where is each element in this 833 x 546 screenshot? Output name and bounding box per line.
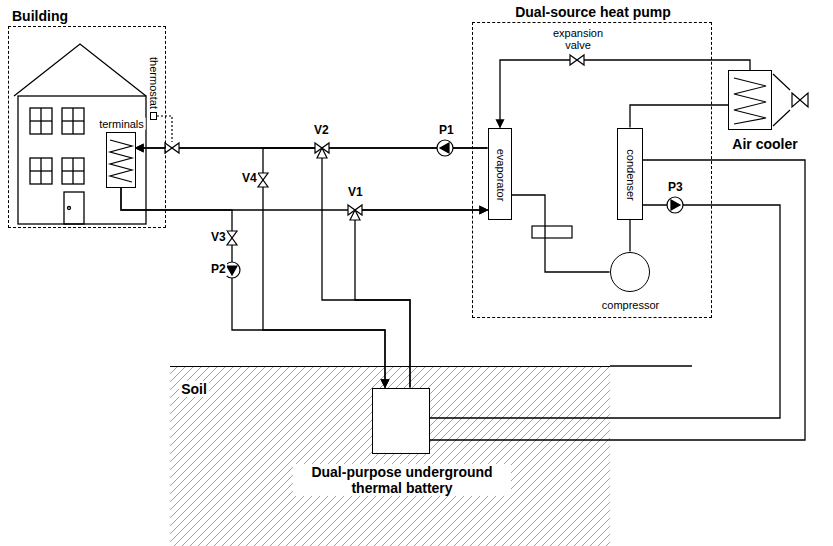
fan [773,74,808,126]
pipe-connector [136,148,411,388]
component-name: condenser [624,149,637,200]
terminal-unit: terminals [106,132,136,188]
callout-label: V4 [241,172,258,185]
node-heading: Dual-source heat pump [513,4,673,20]
node-heading: Air cooler [730,136,799,152]
thermostat: thermostat [150,112,157,120]
pipe-connector [121,188,488,211]
accumulator [532,226,572,238]
valve-symbol [258,173,268,187]
thermal-battery: Dual-purpose underground thermal battery [372,388,430,454]
callout-label: P2 [210,263,227,276]
heat-pump-boundary: Dual-source heat pumpevaporatorcondenser… [472,22,712,318]
pipe-connector [355,210,488,388]
expansion-valve-symbol [570,55,584,65]
soil-region: SoilDual-purpose underground thermal bat… [170,366,610,546]
evaporator-box: evaporator [488,128,512,220]
signal-line [157,116,172,142]
callout-label: P1 [438,124,455,137]
pipe-connector [512,195,610,272]
compressor-symbol: compressor [610,252,650,292]
house [14,44,146,224]
node-heading: thermostat [148,55,161,111]
pipe-connector [630,105,728,128]
callout-label: P3 [667,181,684,194]
valve-symbol [317,148,327,158]
node-heading: terminals [97,117,146,130]
pump-symbol [440,143,449,153]
air-cooler-box: Air cooler [728,70,772,130]
valve-symbol [165,143,179,153]
valve-symbol [227,231,237,245]
pump-symbol [671,200,680,210]
pipe-connector [121,188,385,388]
component-label: expansion valve [547,27,609,51]
pump-symbol [437,140,453,156]
pump-symbol [667,197,683,213]
condenser-box: condenser [617,128,643,220]
air-cooler-coil [734,78,766,124]
valve-symbol [350,210,360,220]
node-heading: Building [10,8,70,24]
pipe-connector [430,205,780,418]
pipe-connector [500,60,750,128]
callout-label: V3 [210,231,227,244]
pipe-connector [629,220,630,252]
pump-symbol [227,266,237,275]
callout-label: V1 [347,186,364,199]
ground-line [610,365,692,367]
node-heading: compressor [600,298,661,311]
callout-label: V2 [313,124,330,137]
component-name: evaporator [494,148,507,201]
pipe-connector [263,148,488,388]
building-boundary: Buildingterminalsthermostat [8,26,166,228]
node-heading: Dual-purpose underground thermal battery [293,463,511,495]
node-heading: Soil [179,381,209,397]
soil-hatching [170,366,610,546]
terminal-coil [110,140,132,182]
